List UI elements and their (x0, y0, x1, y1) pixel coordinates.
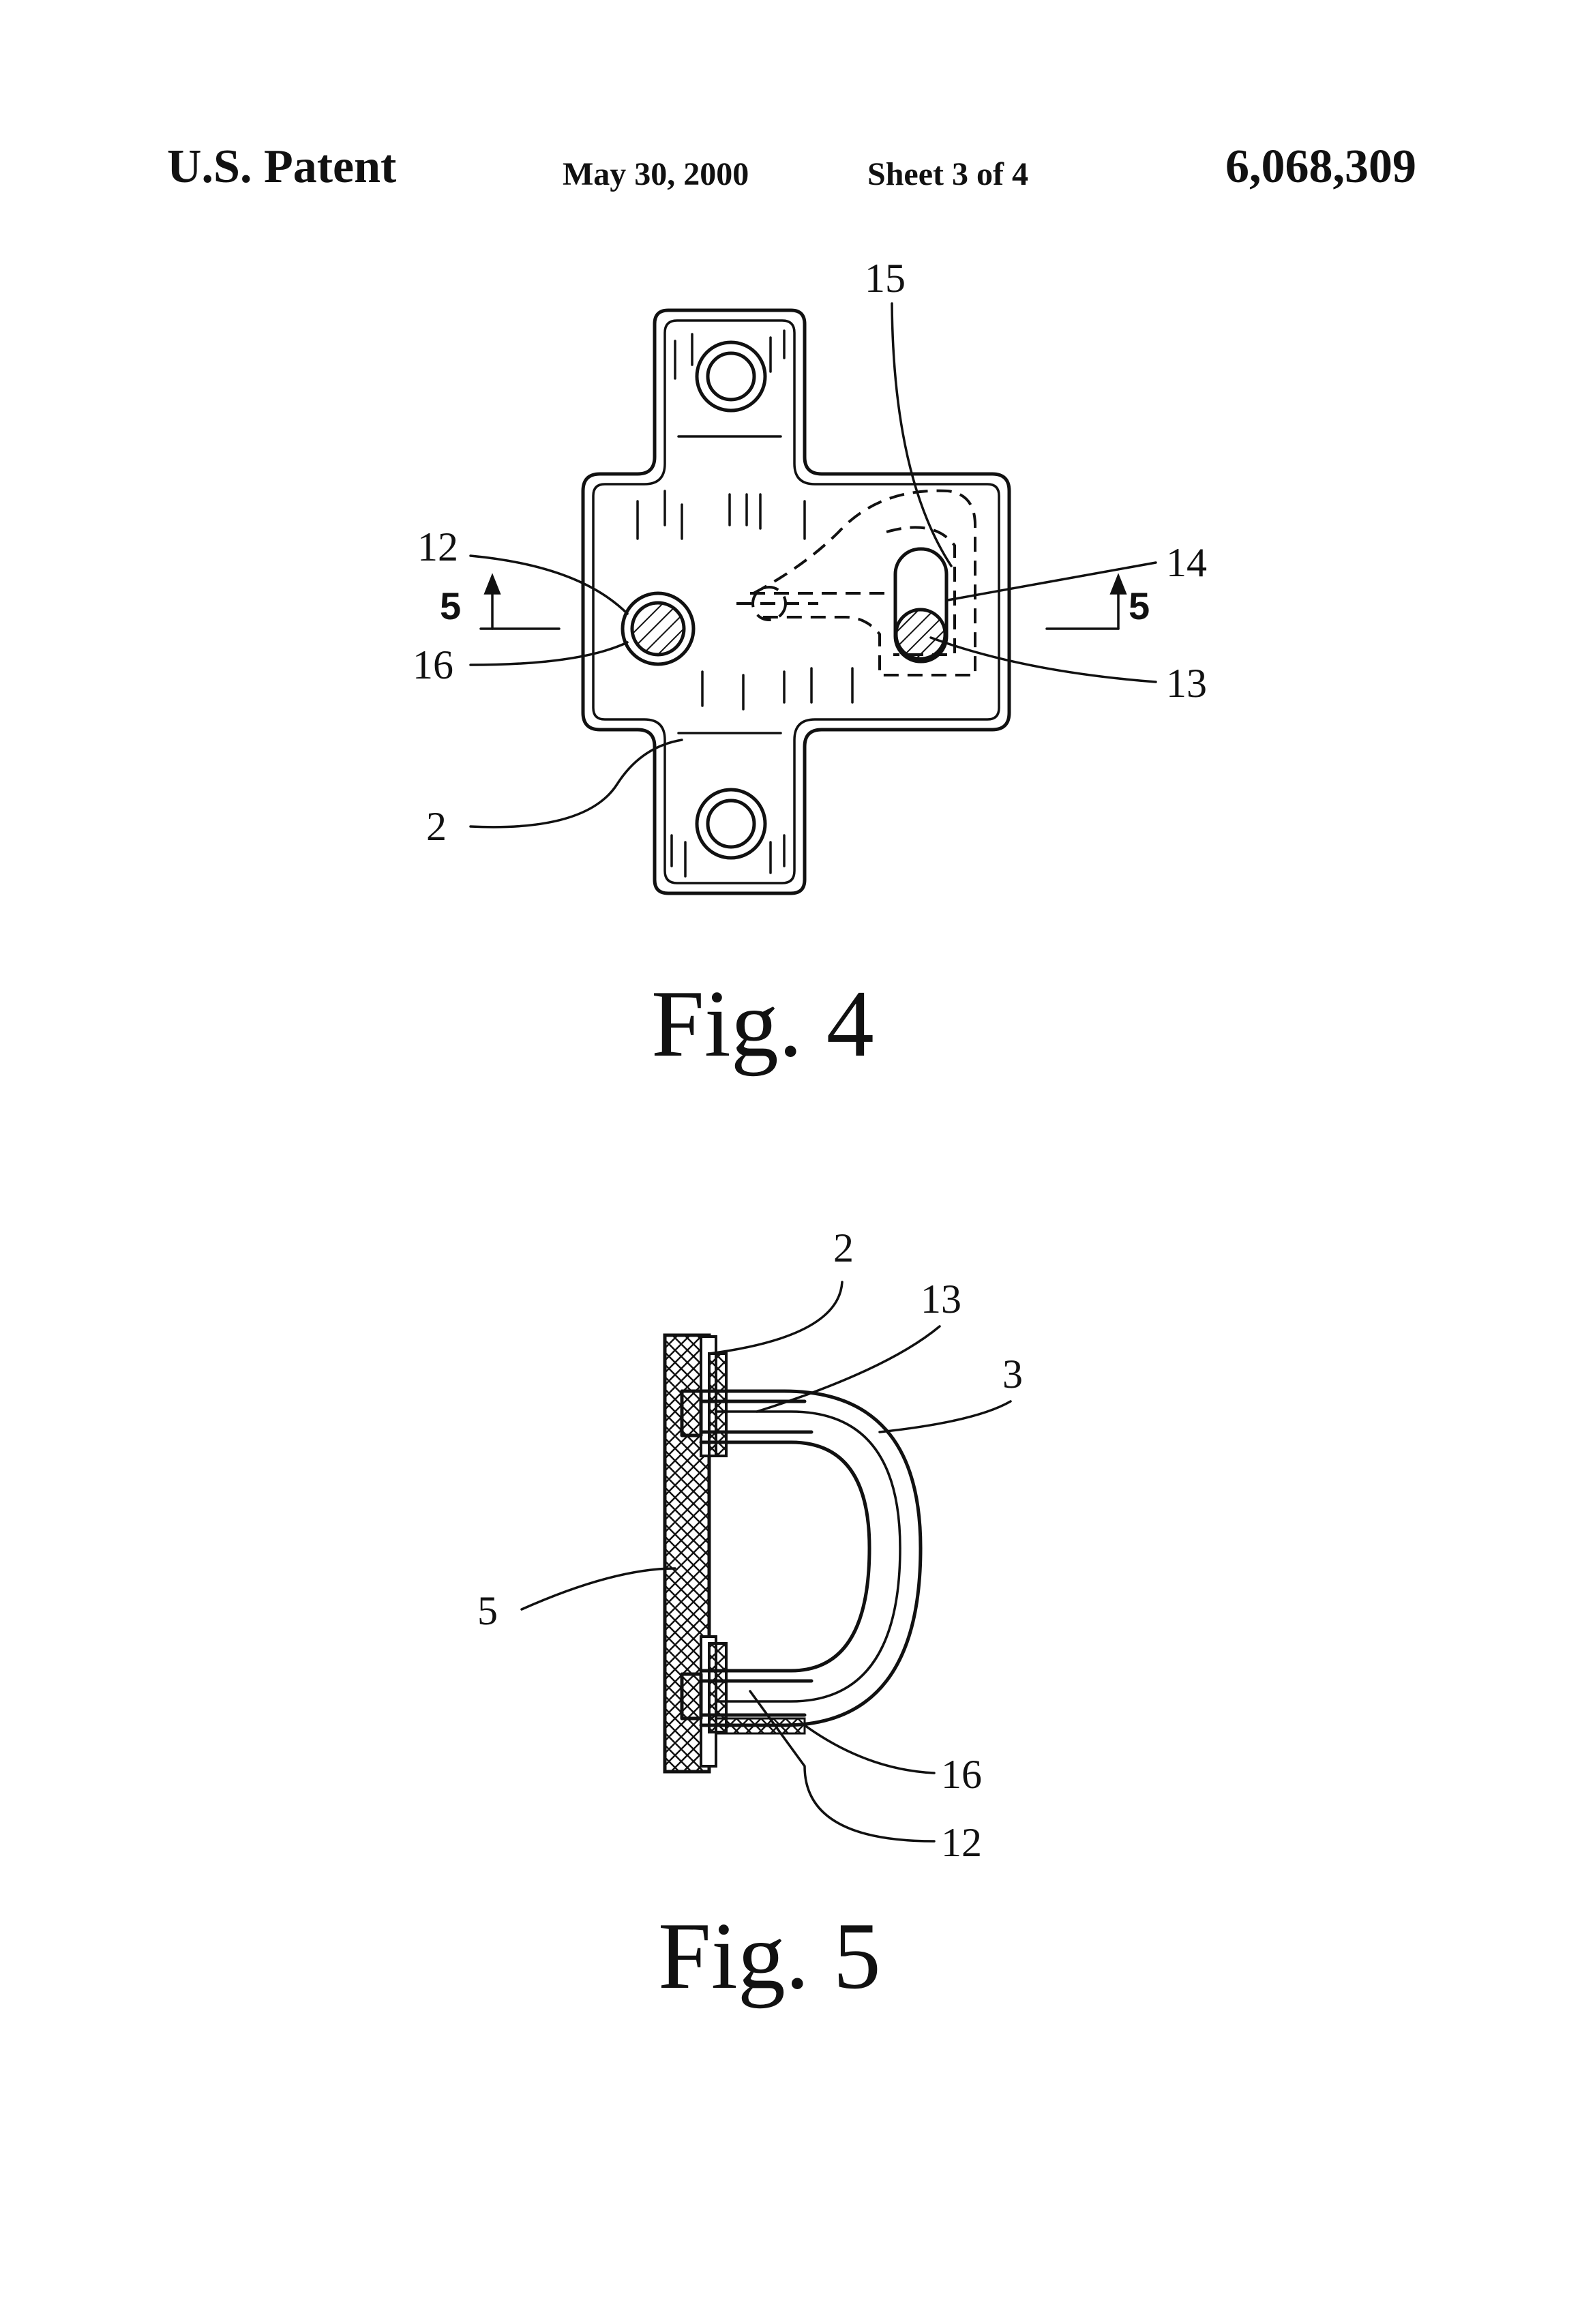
fig4-caption: Fig. 4 (651, 971, 874, 1077)
fig4-label-2: 2 (426, 804, 447, 849)
fig5-label-13: 13 (921, 1277, 961, 1322)
fig5-leader-lines (522, 1282, 1011, 1841)
fig4-leader-lines (471, 303, 1156, 827)
fig4-label-15: 15 (865, 256, 906, 301)
fig4-drawing: 15 12 14 16 13 2 5 5 (413, 256, 1207, 893)
fig4-label-16: 16 (413, 642, 453, 687)
fig5-caption: Fig. 5 (658, 1903, 881, 2009)
fig4-screw-hole-bottom (697, 790, 765, 858)
fig5-drawing: 2 13 3 5 16 12 (477, 1225, 1023, 1865)
fig4-label-13: 13 (1166, 661, 1207, 706)
fig4-screw-hole-top (697, 342, 765, 411)
fig4-section-line (481, 576, 1125, 629)
fig4-label-14: 14 (1166, 540, 1207, 585)
fig4-section-label-right: 5 (1129, 584, 1150, 627)
fig4-section-label-left: 5 (440, 584, 461, 627)
fig5-label-5: 5 (477, 1588, 498, 1633)
fig4-pin-12 (623, 593, 693, 664)
fig5-label-12: 12 (941, 1820, 982, 1865)
fig5-label-3: 3 (1002, 1352, 1023, 1397)
fig4-slot-14 (895, 549, 946, 661)
fig5-label-16: 16 (941, 1752, 982, 1797)
fig5-label-2: 2 (833, 1225, 854, 1270)
fig4-label-12: 12 (417, 524, 458, 569)
